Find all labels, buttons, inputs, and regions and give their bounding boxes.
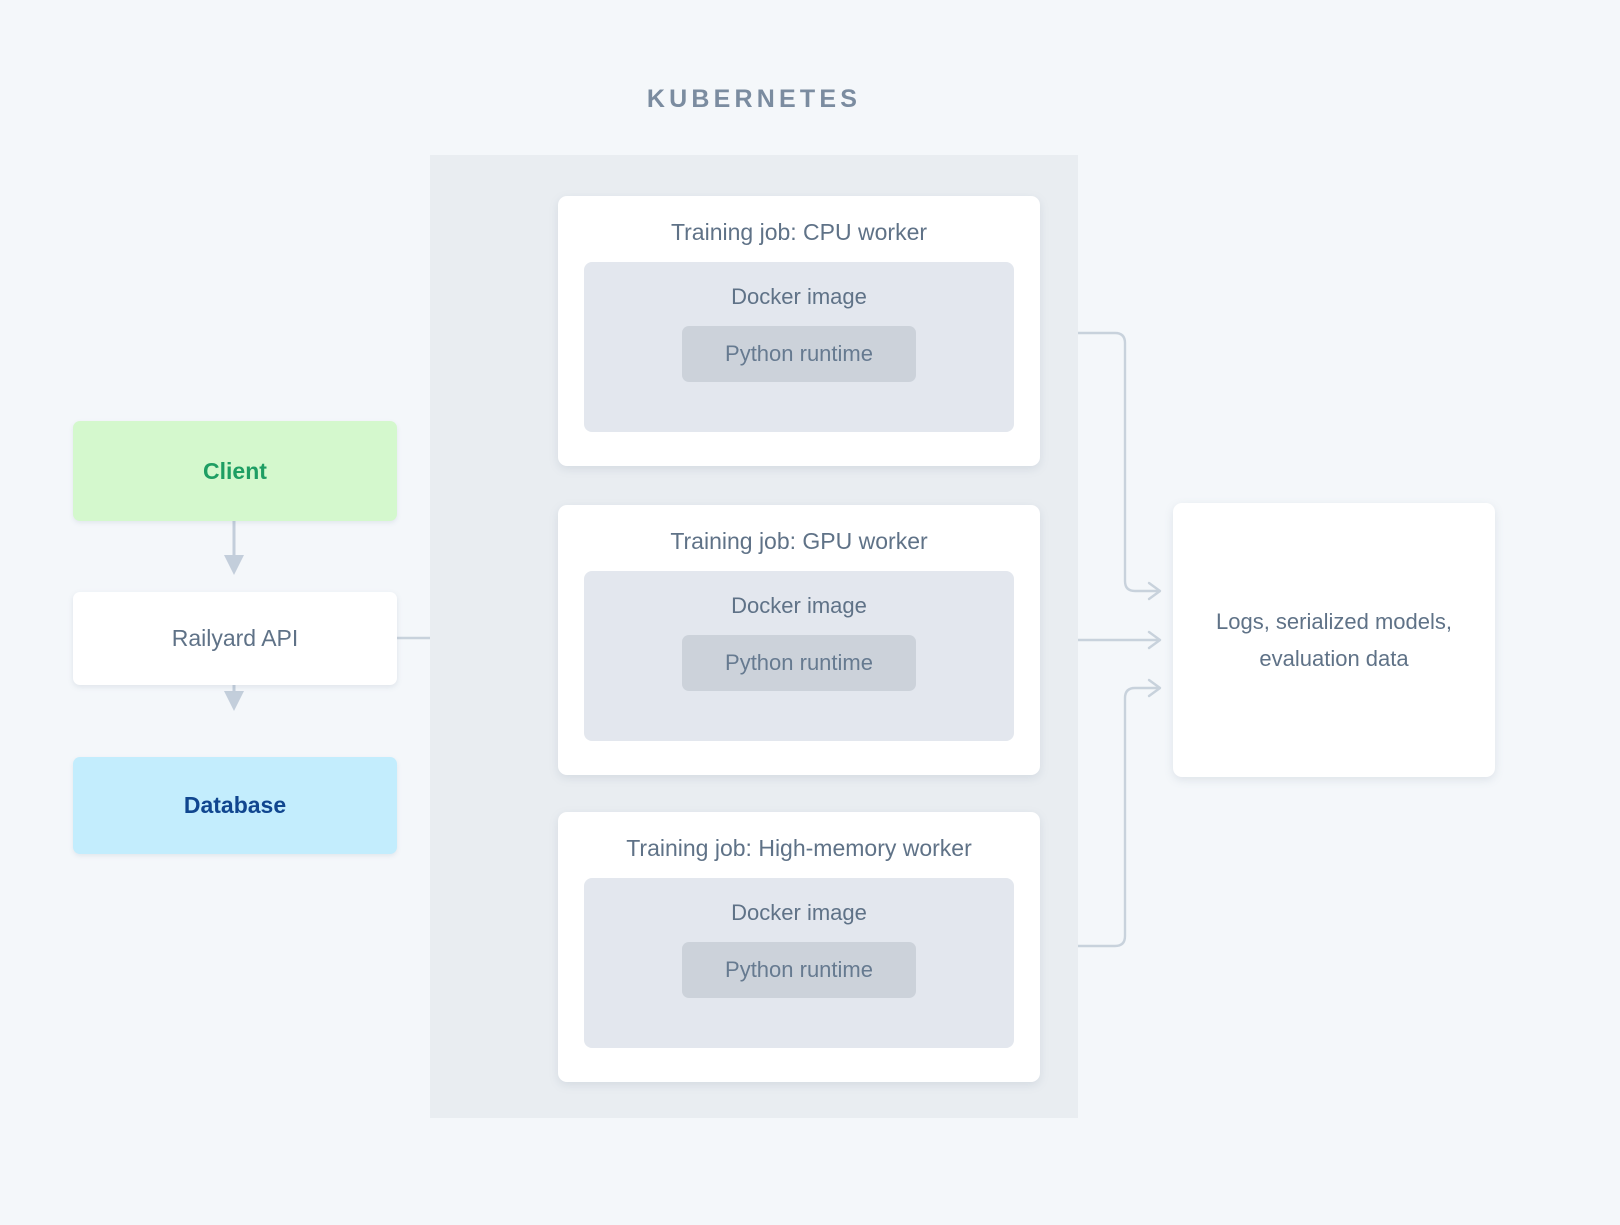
training-job-card-high-memory[interactable]: Training job: High-memory worker Docker … (558, 812, 1040, 1082)
railyard-api-node[interactable]: Railyard API (73, 592, 397, 685)
job-title: Training job: CPU worker (670, 219, 928, 245)
kubernetes-title: KUBERNETES (646, 85, 862, 113)
arrow-client-to-api (224, 521, 244, 575)
output-line-2: evaluation data (1259, 646, 1409, 671)
database-node[interactable]: Database (73, 757, 397, 854)
training-job-card-gpu[interactable]: Training job: GPU worker Docker image Py… (558, 505, 1040, 775)
docker-image-label: Docker image (731, 283, 867, 309)
docker-image-label: Docker image (731, 899, 867, 925)
job-title: Training job: High-memory worker (626, 835, 972, 861)
docker-image-label: Docker image (731, 592, 867, 618)
output-line-1: Logs, serialized models, (1215, 608, 1452, 634)
python-runtime-box: Python runtime (682, 634, 916, 691)
job-title: Training job: GPU worker (670, 528, 928, 554)
docker-image-box: Docker image Python runtime (584, 261, 1014, 432)
output-artifacts-node[interactable]: Logs, serialized models, evaluation data (1173, 503, 1495, 777)
database-label: Database (183, 792, 287, 818)
client-node[interactable]: Client (73, 421, 397, 521)
docker-image-box: Docker image Python runtime (584, 570, 1014, 741)
docker-image-box: Docker image Python runtime (584, 877, 1014, 1048)
training-job-card-cpu[interactable]: Training job: CPU worker Docker image Py… (558, 196, 1040, 466)
client-label: Client (203, 457, 267, 484)
python-runtime-box: Python runtime (682, 325, 916, 382)
railyard-api-label: Railyard API (171, 625, 299, 651)
python-runtime-box: Python runtime (682, 941, 916, 998)
arrow-api-to-database (224, 685, 244, 711)
